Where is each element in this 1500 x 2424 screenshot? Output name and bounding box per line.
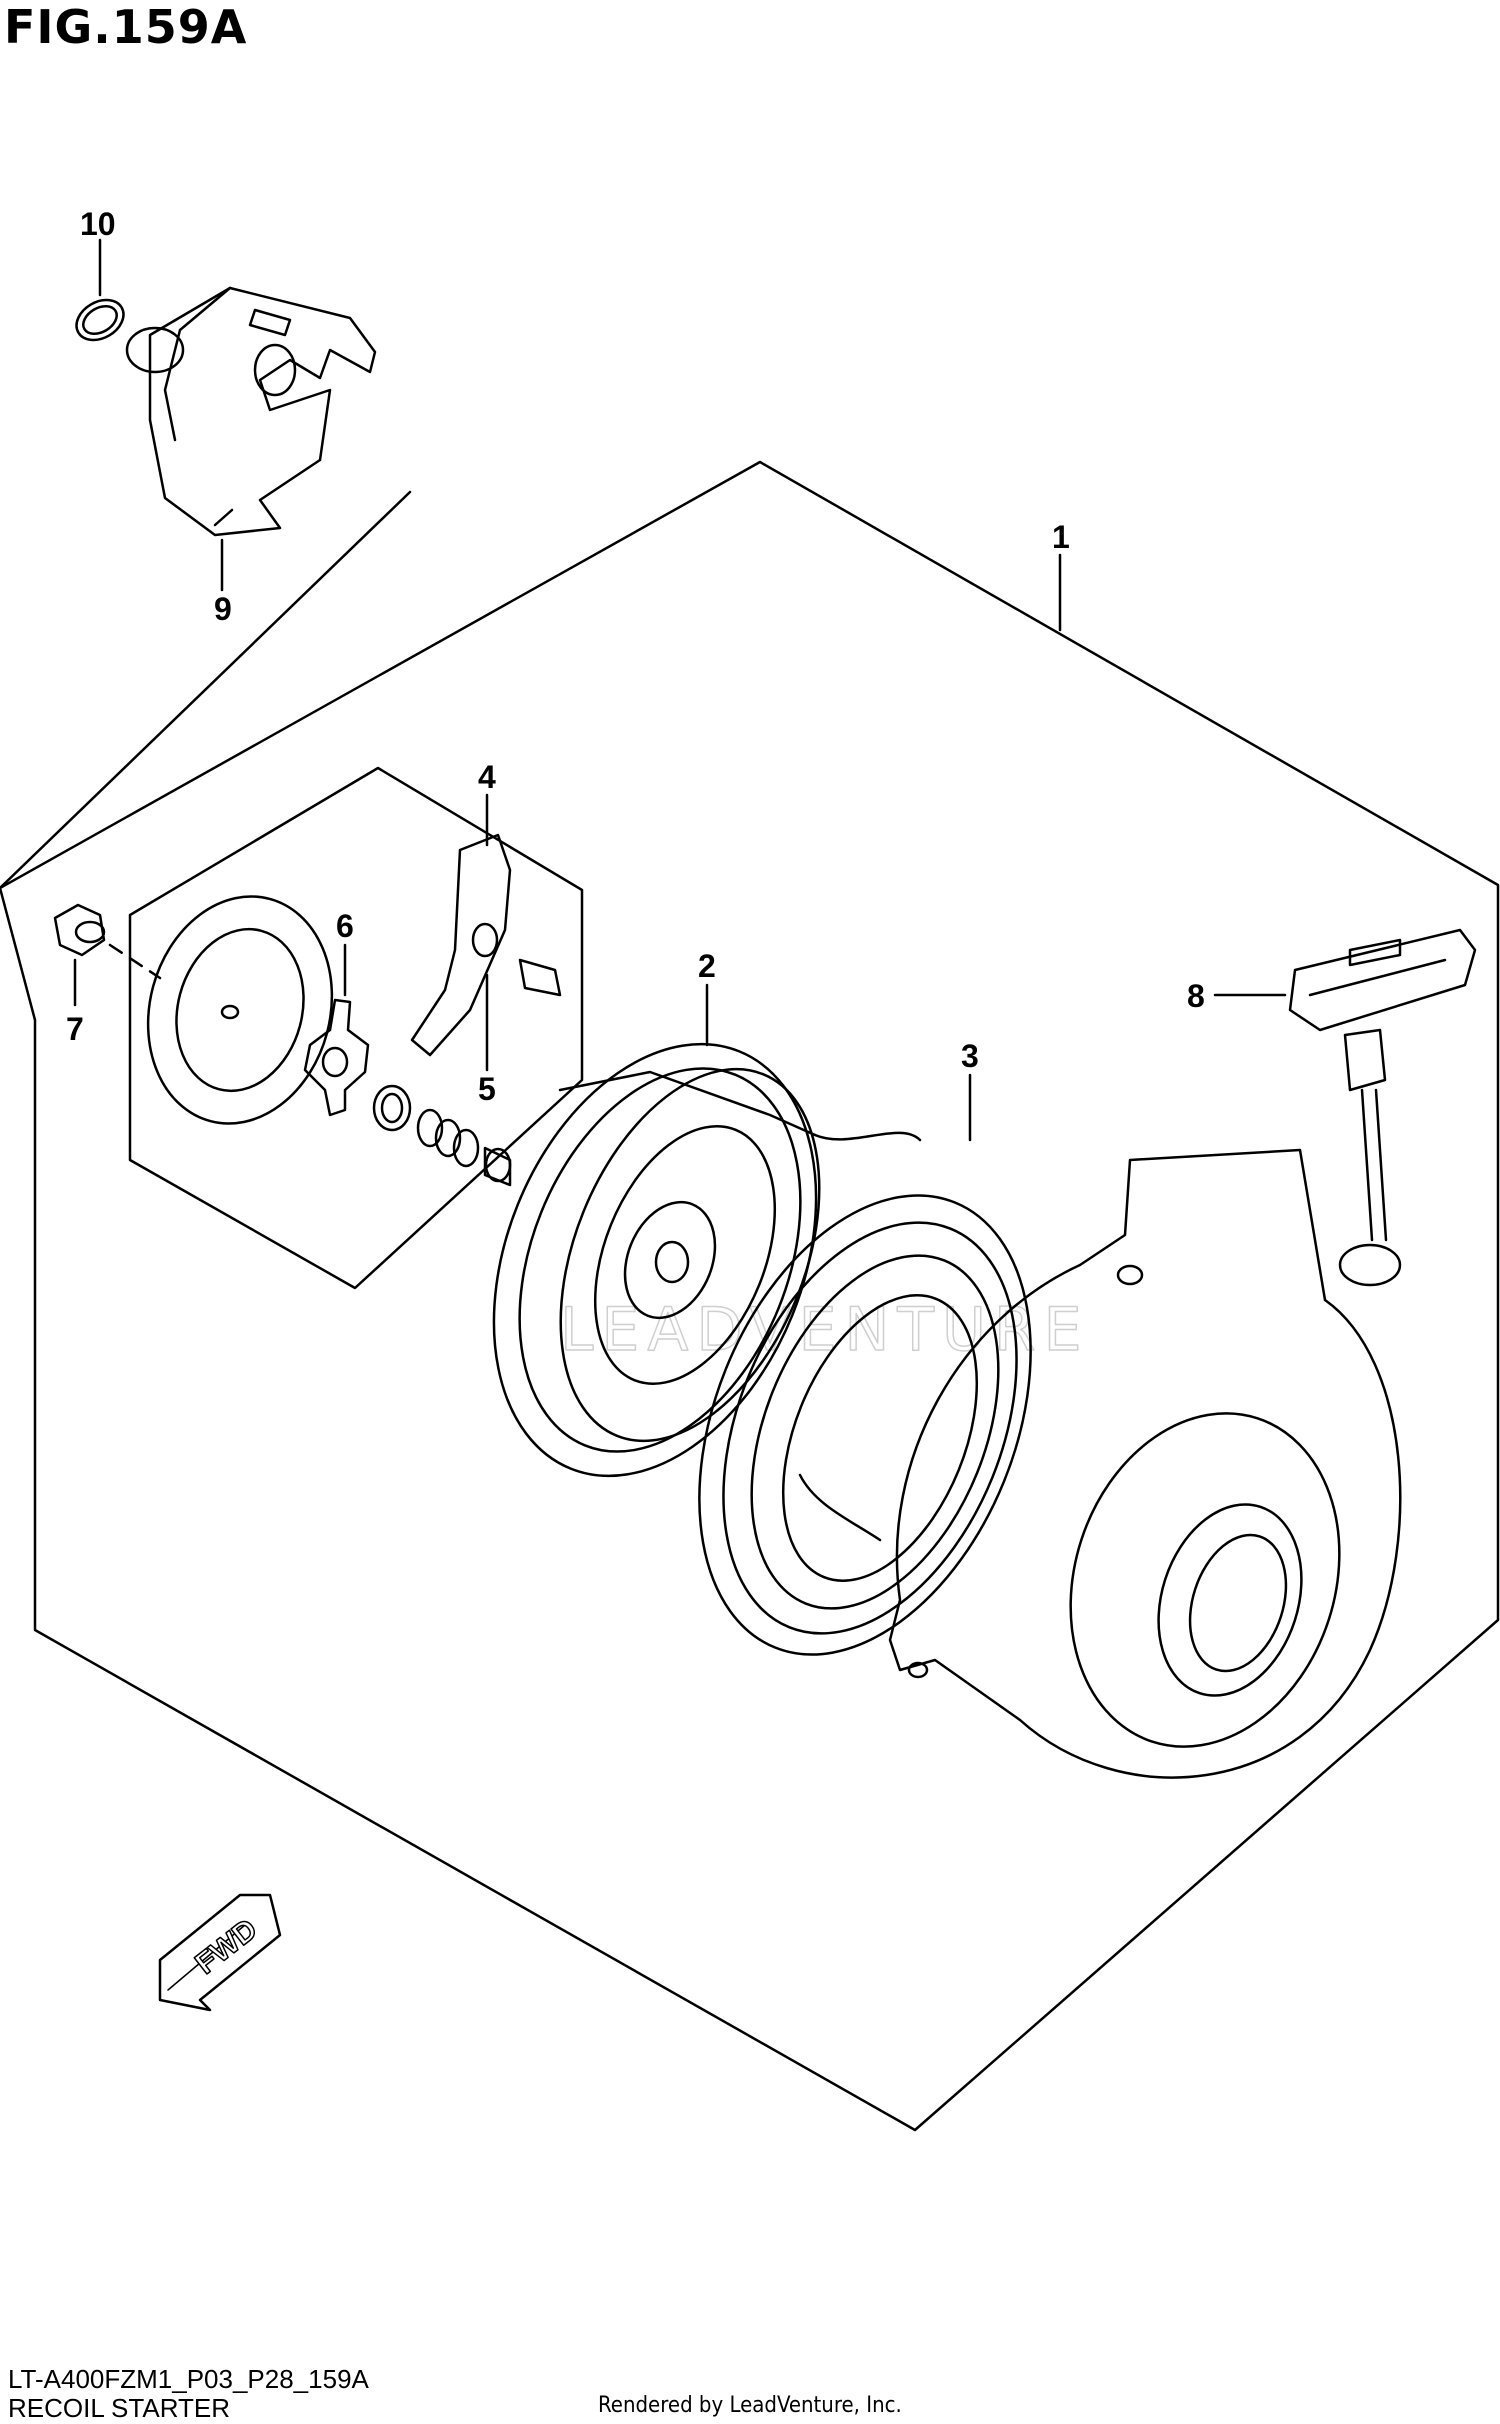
assembly-outline xyxy=(0,460,1500,2132)
part-9-drive-cup xyxy=(125,286,377,537)
figure-title: FIG.159A xyxy=(4,0,248,54)
callout-6: 6 xyxy=(336,908,354,944)
part-4-ratchet xyxy=(410,833,512,1057)
friction-plate xyxy=(146,895,334,1125)
part-2-reel xyxy=(492,1042,821,1478)
part-7-nut xyxy=(53,903,106,957)
callout-10: 10 xyxy=(80,206,116,242)
model-code: LT-A400FZM1_P03_P28_159A xyxy=(8,2364,369,2394)
starter-case xyxy=(888,1148,1402,1779)
fwd-arrow: FWD xyxy=(158,1893,282,2012)
starter-rope xyxy=(813,1131,922,1142)
callout-4: 4 xyxy=(478,759,496,795)
callout-2: 2 xyxy=(698,948,716,984)
callout-9: 9 xyxy=(214,591,232,627)
callout-5: 5 xyxy=(478,1071,496,1107)
subassembly-box xyxy=(128,766,584,1290)
part-6-guide xyxy=(303,998,370,1117)
leader-7-line xyxy=(108,943,162,980)
callout-7: 7 xyxy=(66,1011,84,1047)
part-10-o-ring xyxy=(75,298,125,342)
part-8-handle xyxy=(1288,928,1477,1287)
part-5-springs xyxy=(372,1084,512,1187)
ratchet-pin xyxy=(518,958,562,997)
leader-9-outline xyxy=(0,490,412,890)
section-name: RECOIL STARTER xyxy=(8,2393,231,2423)
render-credit: Rendered by LeadVenture, Inc. xyxy=(598,2393,902,2418)
callout-3: 3 xyxy=(961,1038,979,1074)
part-3-spring xyxy=(698,1194,1032,1656)
callout-8: 8 xyxy=(1187,978,1205,1014)
callout-1: 1 xyxy=(1052,519,1070,555)
leader-9-outline-2 xyxy=(213,508,234,527)
